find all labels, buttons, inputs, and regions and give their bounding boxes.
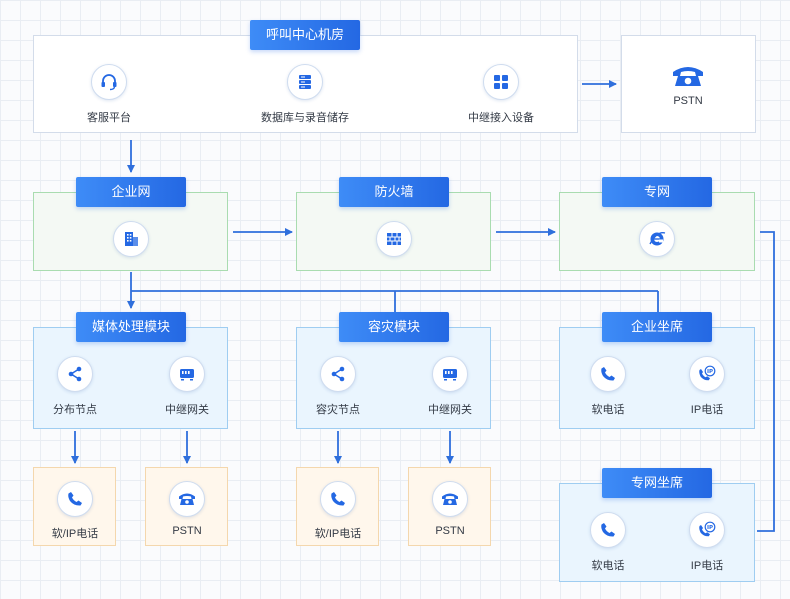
endpoint-label-3: 软/IP电话 xyxy=(314,528,362,540)
grid-icon xyxy=(483,64,519,100)
phone-icon xyxy=(590,512,626,548)
enterprise-seats-item-1: 软电话 xyxy=(591,404,625,416)
private-seats-item-2: IP电话 xyxy=(690,560,724,572)
share-node-icon xyxy=(320,356,356,392)
media-module-title: 媒体处理模块 xyxy=(76,312,186,342)
enterprise-seats-box xyxy=(559,327,755,429)
enterprise-seats-item-2: IP电话 xyxy=(690,404,724,416)
media-module-item-2: 中继网关 xyxy=(165,404,209,416)
call-center-item-2: 数据库与录音储存 xyxy=(261,112,349,124)
svg-text:IP: IP xyxy=(707,369,713,375)
call-center-item-3: 中继接入设备 xyxy=(468,112,534,124)
line-private-to-private-seats xyxy=(757,231,775,532)
telephone-icon xyxy=(432,481,468,517)
disaster-recovery-item-1: 容灾节点 xyxy=(316,404,360,416)
endpoint-label-1: 软/IP电话 xyxy=(51,528,99,540)
call-center-title: 呼叫中心机房 xyxy=(250,20,360,50)
ip-phone-icon: IP xyxy=(689,512,725,548)
firewall-icon xyxy=(376,221,412,257)
phone-icon xyxy=(320,481,356,517)
share-node-icon xyxy=(57,356,93,392)
building-icon xyxy=(113,221,149,257)
telephone-icon xyxy=(670,62,706,88)
private-network-title: 专网 xyxy=(602,177,712,207)
headset-icon xyxy=(91,64,127,100)
database-icon xyxy=(287,64,323,100)
disaster-recovery-title: 容灾模块 xyxy=(339,312,449,342)
private-seats-item-1: 软电话 xyxy=(591,560,625,572)
svg-text:IP: IP xyxy=(707,525,713,531)
call-center-item-1: 客服平台 xyxy=(87,112,131,124)
endpoint-box-4 xyxy=(408,467,491,546)
private-seats-title: 专网坐席 xyxy=(602,468,712,498)
phone-icon xyxy=(590,356,626,392)
enterprise-seats-title: 企业坐席 xyxy=(602,312,712,342)
gateway-icon xyxy=(169,356,205,392)
disaster-recovery-item-2: 中继网关 xyxy=(428,404,472,416)
firewall-title: 防火墙 xyxy=(339,177,449,207)
media-module-item-1: 分布节点 xyxy=(53,404,97,416)
telephone-icon xyxy=(169,481,205,517)
gateway-icon xyxy=(432,356,468,392)
pstn-label: PSTN xyxy=(673,95,703,107)
endpoint-label-4: PSTN xyxy=(435,525,465,537)
enterprise-network-title: 企业网 xyxy=(76,177,186,207)
ip-phone-icon: IP xyxy=(689,356,725,392)
browser-icon xyxy=(639,221,675,257)
endpoint-label-2: PSTN xyxy=(172,525,202,537)
phone-icon xyxy=(57,481,93,517)
